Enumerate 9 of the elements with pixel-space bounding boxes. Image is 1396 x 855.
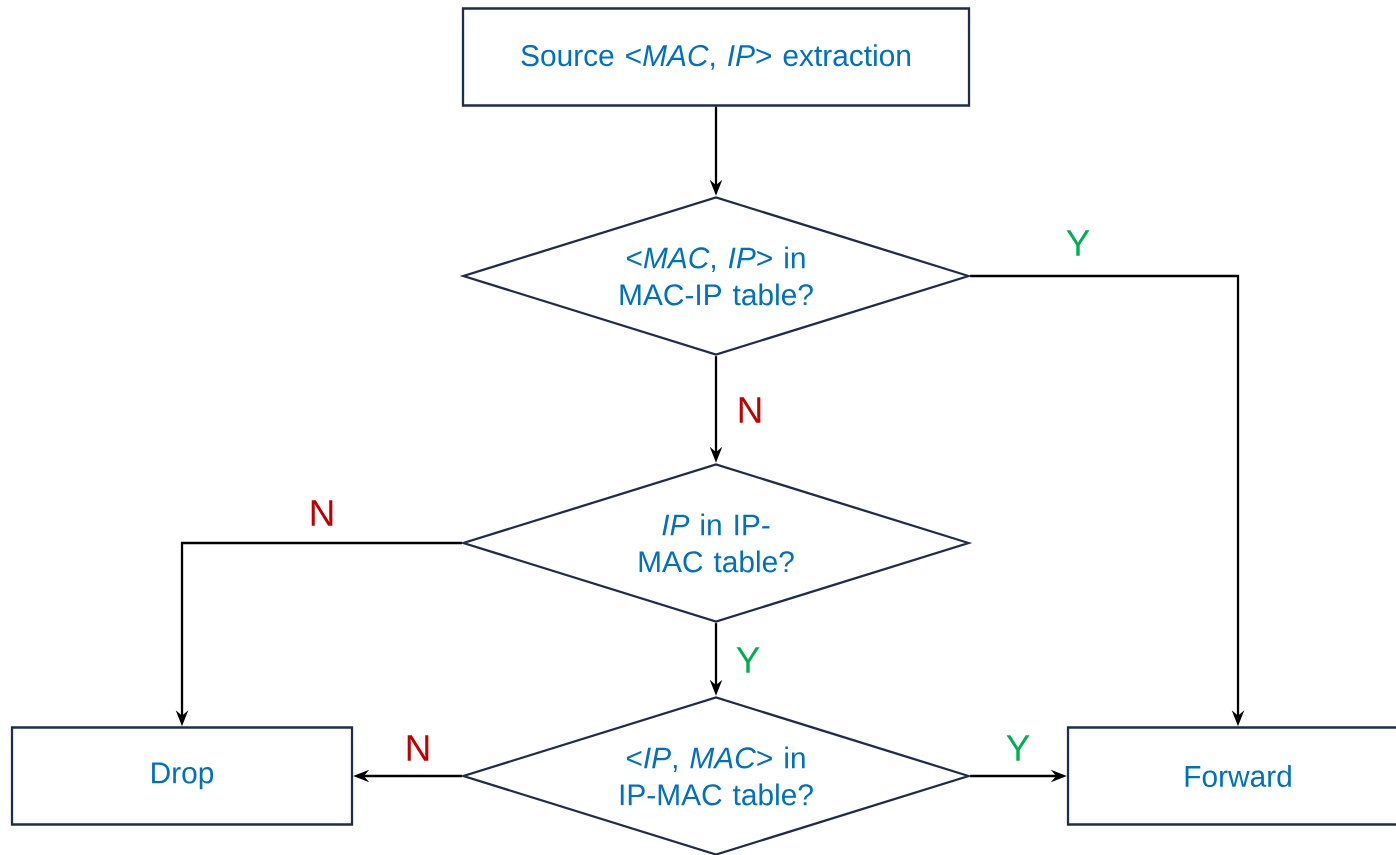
edge-label: Y bbox=[733, 645, 763, 675]
process-box: Drop bbox=[10, 726, 354, 826]
edge-label: N bbox=[734, 395, 766, 425]
edge-label: Y bbox=[1063, 228, 1093, 258]
process-box: Forward bbox=[1066, 726, 1396, 826]
edge-label: N bbox=[306, 498, 338, 528]
process-box: Source <MAC, IP> extraction bbox=[461, 7, 971, 107]
edge-label: Y bbox=[1003, 733, 1033, 763]
edge-label: N bbox=[402, 733, 434, 763]
